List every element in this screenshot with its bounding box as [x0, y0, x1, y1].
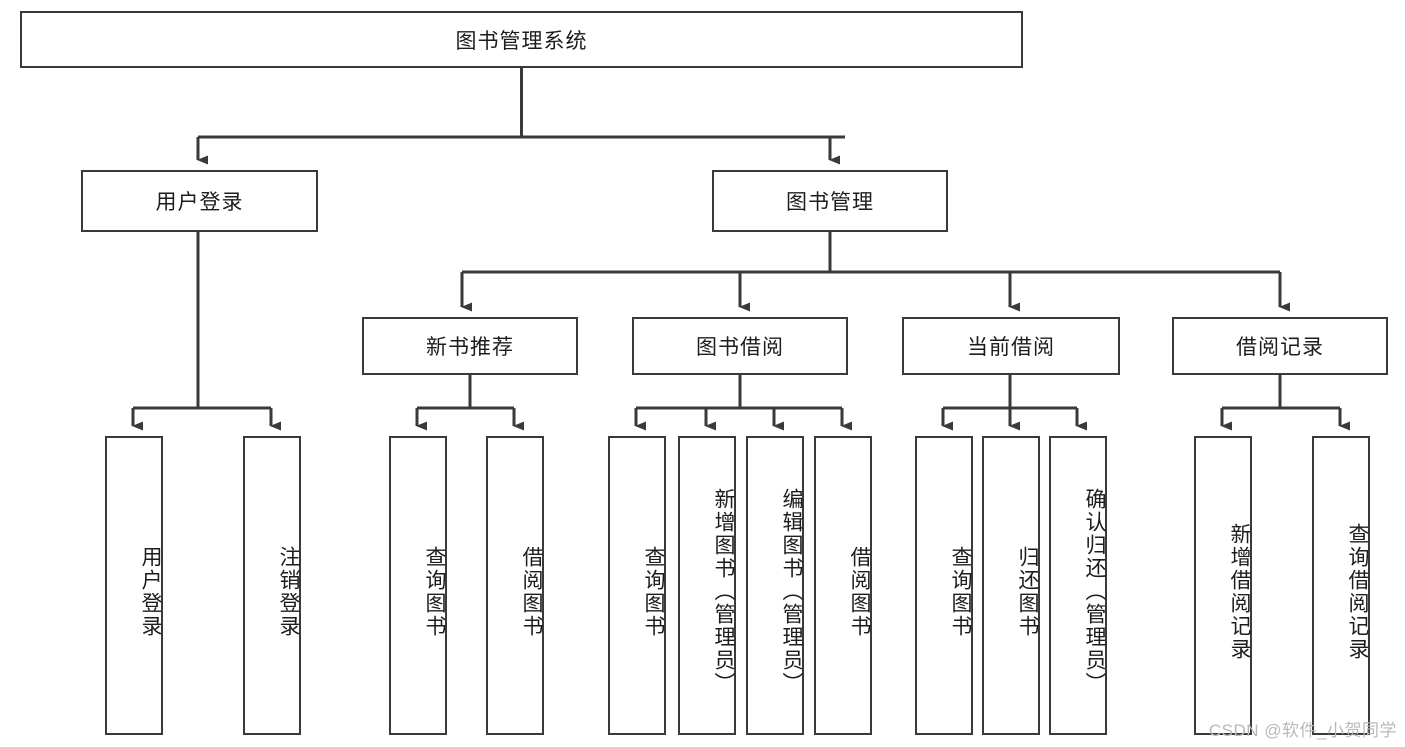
- leaf-return-book[interactable]: 归还图书: [982, 436, 1040, 735]
- node-label: 确认归还（管理员）: [1083, 488, 1106, 695]
- node-label: 查询图书: [949, 545, 972, 638]
- node-label: 用户登录: [139, 545, 162, 638]
- node-label: 归还图书: [1016, 545, 1039, 638]
- node-label: 编辑图书（管理员）: [780, 488, 803, 695]
- node-label: 借阅图书: [520, 545, 543, 638]
- node-label: 图书管理: [786, 191, 874, 214]
- leaf-logout[interactable]: 注销登录: [243, 436, 301, 735]
- node-label: 新书推荐: [426, 336, 514, 359]
- node-label: 图书借阅: [696, 336, 784, 359]
- node-root-book-management-system[interactable]: 图书管理系统: [20, 11, 1023, 68]
- node-label: 图书管理系统: [455, 29, 588, 53]
- leaf-query-book-borrow[interactable]: 查询图书: [608, 436, 666, 735]
- node-user-login[interactable]: 用户登录: [81, 170, 318, 232]
- leaf-user-login[interactable]: 用户登录: [105, 436, 163, 735]
- node-label: 查询图书: [642, 545, 665, 638]
- leaf-query-book-recommend[interactable]: 查询图书: [389, 436, 447, 735]
- watermark-text: CSDN @软件_小贺同学: [1208, 721, 1397, 740]
- leaf-edit-book-admin[interactable]: 编辑图书（管理员）: [746, 436, 804, 735]
- node-label: 借阅图书: [848, 545, 871, 638]
- node-book-management[interactable]: 图书管理: [712, 170, 948, 232]
- leaf-add-book-admin[interactable]: 新增图书（管理员）: [678, 436, 736, 735]
- node-label: 当前借阅: [967, 336, 1055, 359]
- leaf-add-borrow-record[interactable]: 新增借阅记录: [1194, 436, 1252, 735]
- node-label: 借阅记录: [1236, 336, 1324, 359]
- leaf-confirm-return-admin[interactable]: 确认归还（管理员）: [1049, 436, 1107, 735]
- node-book-borrow[interactable]: 图书借阅: [632, 317, 848, 375]
- node-label: 查询图书: [423, 545, 446, 638]
- node-label: 新增借阅记录: [1228, 522, 1251, 661]
- node-label: 用户登录: [155, 191, 244, 214]
- leaf-borrow-book-recommend[interactable]: 借阅图书: [486, 436, 544, 735]
- leaf-query-book-current[interactable]: 查询图书: [915, 436, 973, 735]
- node-borrow-record[interactable]: 借阅记录: [1172, 317, 1388, 375]
- node-current-borrow[interactable]: 当前借阅: [902, 317, 1120, 375]
- node-label: 查询借阅记录: [1346, 522, 1369, 661]
- node-label: 新增图书（管理员）: [712, 488, 735, 695]
- node-label: 注销登录: [277, 545, 300, 638]
- leaf-query-borrow-record[interactable]: 查询借阅记录: [1312, 436, 1370, 735]
- leaf-borrow-book[interactable]: 借阅图书: [814, 436, 872, 735]
- node-new-book-recommend[interactable]: 新书推荐: [362, 317, 578, 375]
